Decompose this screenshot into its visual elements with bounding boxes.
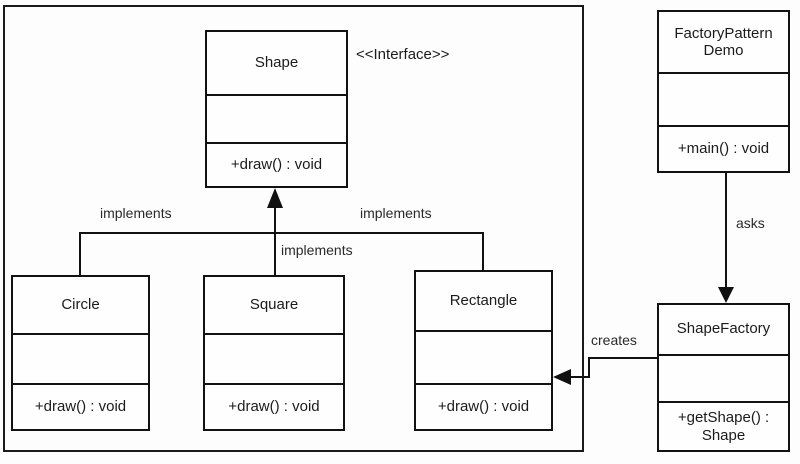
class-operations-shape: +draw() : void [207,142,346,186]
class-operations-square: +draw() : void [205,383,343,429]
connector-asks [725,173,727,297]
class-name-rectangle: Rectangle [449,292,518,310]
class-attributes-shape [207,94,346,142]
connector-implements-bus [79,232,484,234]
class-name-shape: Shape [254,54,299,72]
class-name-circle: Circle [61,296,100,314]
class-operations-shape-factory: +getShape() : Shape [659,401,788,450]
class-operations-factory-pattern-demo: +main() : void [659,125,788,171]
class-name-square: Square [249,296,299,314]
class-attributes-shape-factory [659,353,788,402]
connector-implements-rectangle [482,232,484,271]
stereotype-interface: <<Interface>> [356,46,450,63]
class-box-shape-factory[interactable]: ShapeFactory +getShape() : Shape [657,303,790,452]
class-box-shape[interactable]: Shape +draw() : void [205,30,348,188]
connector-implements-square [274,232,276,276]
class-name-factory-pattern-demo: FactoryPattern Demo [674,24,773,60]
class-name-shape-factory: ShapeFactory [676,320,771,338]
class-attributes-circle [13,333,148,383]
class-attributes-square [205,333,343,383]
class-box-square[interactable]: Square +draw() : void [203,275,345,431]
label-asks: asks [736,215,765,231]
label-implements-square: implements [281,242,353,258]
connector-creates-bottom [562,376,590,378]
connector-implements-circle [79,232,81,276]
label-implements-circle: implements [100,205,172,221]
label-implements-rectangle: implements [360,205,432,221]
class-box-rectangle[interactable]: Rectangle +draw() : void [414,270,553,431]
connector-creates-top [588,357,658,359]
class-operations-rectangle: +draw() : void [416,383,551,429]
connector-creates-elbow [588,357,590,378]
class-attributes-rectangle [416,330,551,383]
class-attributes-factory-pattern-demo [659,72,788,125]
label-creates: creates [591,332,637,348]
class-operations-circle: +draw() : void [13,383,148,429]
class-box-factory-pattern-demo[interactable]: FactoryPattern Demo +main() : void [657,10,790,173]
class-box-circle[interactable]: Circle +draw() : void [11,275,150,431]
